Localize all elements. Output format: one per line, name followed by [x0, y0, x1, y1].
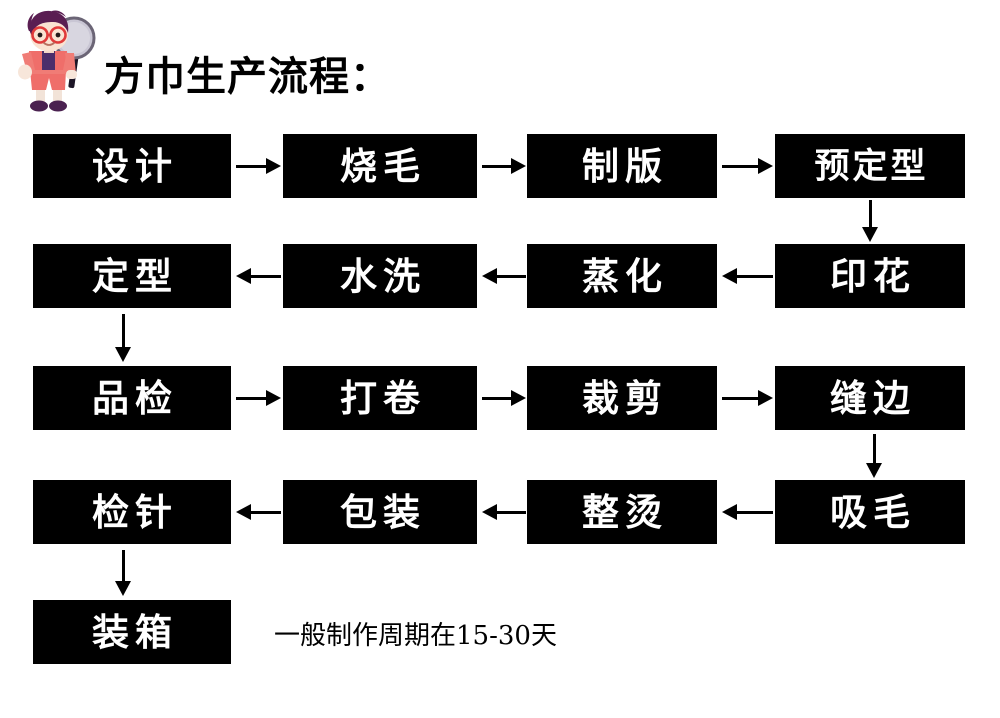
flow-node-presetting[interactable]: 预定型	[775, 134, 965, 198]
flow-node-rolling[interactable]: 打卷	[283, 366, 477, 430]
arrow-left-printing-to-steaming	[722, 265, 773, 287]
arrow-left-ironing-to-packing	[482, 501, 526, 523]
page-title: 方巾生产流程：	[104, 54, 391, 100]
arrow-right-inspection-to-rolling	[236, 387, 281, 409]
flow-node-ironing[interactable]: 整烫	[527, 480, 717, 544]
flow-node-packing[interactable]: 包装	[283, 480, 477, 544]
flow-node-singeing[interactable]: 烧毛	[283, 134, 477, 198]
boy-with-magnifier-icon	[8, 8, 100, 116]
flow-node-lint-removal[interactable]: 吸毛	[775, 480, 965, 544]
production-cycle-note: 一般制作周期在15-30天	[274, 621, 557, 651]
flow-node-washing[interactable]: 水洗	[283, 244, 477, 308]
arrow-right-cutting-to-hemming	[722, 387, 773, 409]
flow-node-steaming[interactable]: 蒸化	[527, 244, 717, 308]
arrow-left-lint-removal-to-ironing	[722, 501, 773, 523]
arrow-down-needle-detection-to-boxing	[112, 550, 134, 596]
arrow-right-singeing-to-platemaking	[482, 155, 526, 177]
arrow-down-hemming-to-lint-removal	[863, 434, 885, 478]
arrow-right-platemaking-to-presetting	[722, 155, 773, 177]
flow-node-platemaking[interactable]: 制版	[527, 134, 717, 198]
flow-node-design[interactable]: 设计	[33, 134, 231, 198]
page-header: 方巾生产流程：	[0, 0, 1000, 125]
arrow-right-rolling-to-cutting	[482, 387, 526, 409]
arrow-left-steaming-to-washing	[482, 265, 526, 287]
arrow-right-design-to-singeing	[236, 155, 281, 177]
arrow-down-setting-to-inspection	[112, 314, 134, 362]
flow-node-setting[interactable]: 定型	[33, 244, 231, 308]
flow-node-printing[interactable]: 印花	[775, 244, 965, 308]
flow-node-cutting[interactable]: 裁剪	[527, 366, 717, 430]
arrow-left-packing-to-needle-detection	[236, 501, 281, 523]
arrow-left-washing-to-setting	[236, 265, 281, 287]
flow-node-boxing[interactable]: 装箱	[33, 600, 231, 664]
flow-node-hemming[interactable]: 缝边	[775, 366, 965, 430]
flow-node-needle-detection[interactable]: 检针	[33, 480, 231, 544]
arrow-down-presetting-to-printing	[859, 200, 881, 242]
flow-node-quality-inspection[interactable]: 品检	[33, 366, 231, 430]
